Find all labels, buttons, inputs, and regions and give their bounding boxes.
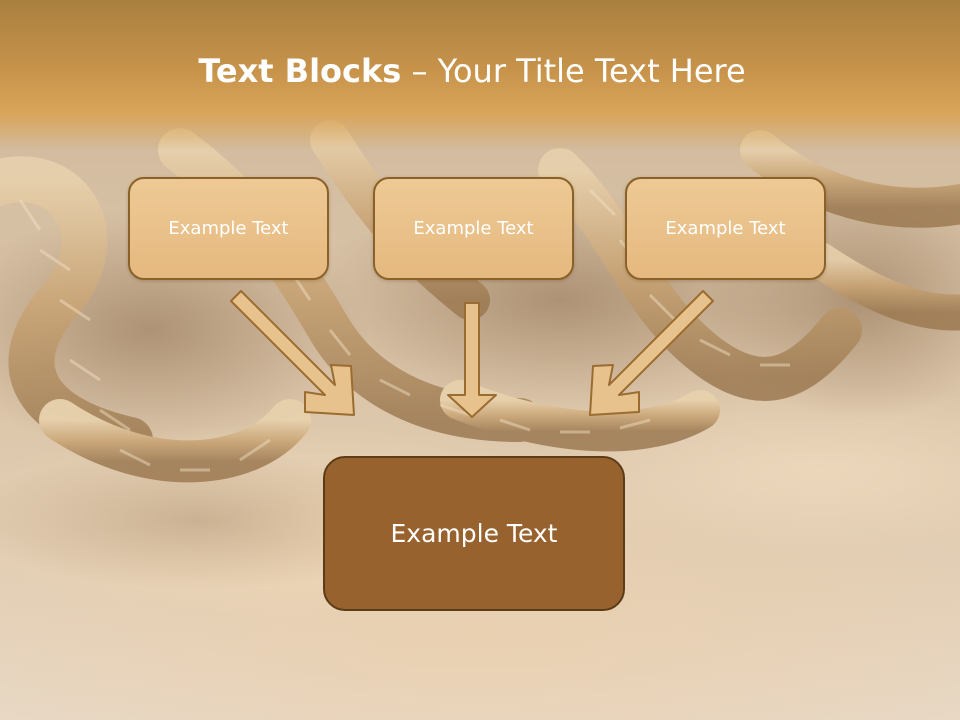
text-block-3-label: Example Text <box>665 218 786 239</box>
text-block-2[interactable]: Example Text <box>373 177 574 280</box>
header-band <box>0 0 960 150</box>
main-text-block[interactable]: Example Text <box>323 456 625 611</box>
text-block-2-label: Example Text <box>413 218 534 239</box>
arrow-center-icon <box>447 302 497 418</box>
main-text-block-label: Example Text <box>390 519 558 548</box>
title-rest: Your Title Text Here <box>437 52 746 90</box>
arrow-right-icon <box>589 290 714 416</box>
slide-title: Text Blocks – Your Title Text Here <box>0 52 944 90</box>
text-block-1[interactable]: Example Text <box>128 177 329 280</box>
text-block-1-label: Example Text <box>168 218 289 239</box>
title-dash: – <box>401 52 438 90</box>
title-bold: Text Blocks <box>198 52 402 90</box>
text-block-3[interactable]: Example Text <box>625 177 826 280</box>
arrow-left-icon <box>230 290 355 416</box>
